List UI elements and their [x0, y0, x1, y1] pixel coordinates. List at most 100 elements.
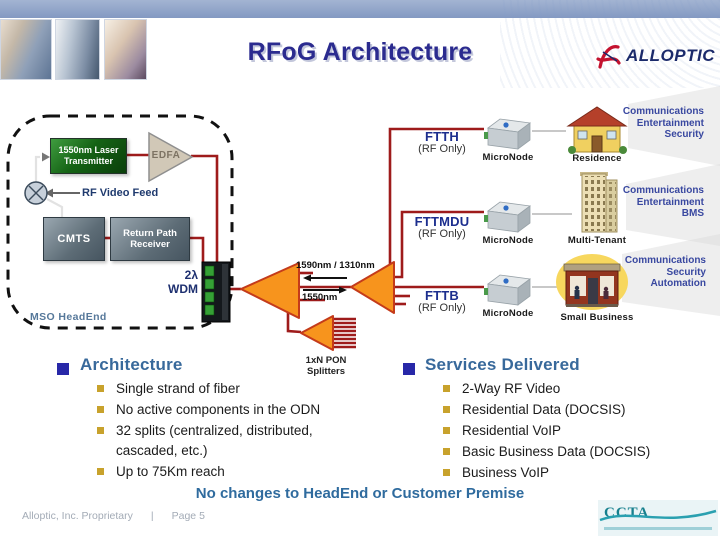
rf-video-feed-arrow-icon	[45, 188, 53, 198]
edfa-to-wdm-link	[191, 154, 219, 263]
small-business-icon	[556, 254, 628, 310]
alloptic-brand-text: ALLOPTIC	[626, 46, 715, 65]
list-item-text: Residential Data (DOCSIS)	[462, 402, 626, 417]
header-photo-3	[104, 19, 147, 80]
footer-separator: |	[150, 510, 154, 522]
bullet-icon	[97, 427, 104, 434]
return-path-line1: Return Path	[123, 228, 177, 239]
list-item: Up to 75Km reach	[97, 462, 347, 482]
list-item-text: Residential VoIP	[462, 423, 562, 438]
service-line: Entertainment	[636, 117, 704, 129]
top-bar	[0, 0, 720, 18]
edfa-label: EDFA	[151, 150, 181, 161]
list-item: 2-Way RF Video	[443, 379, 705, 399]
list-item: Single strand of fiber	[97, 379, 347, 399]
micronode-device-icon	[484, 274, 532, 306]
service-line: Communications	[622, 185, 704, 196]
rf-combiner-icon	[24, 181, 48, 205]
return-path-line2: Receiver	[130, 239, 170, 250]
laser-transmitter-box: 1550nm Laser Transmitter	[50, 138, 127, 174]
ccta-logo-text: CCTA	[604, 505, 649, 521]
bullet-icon	[443, 427, 450, 434]
list-item: Residential VoIP	[443, 421, 705, 441]
link-to-fttmdu	[394, 210, 484, 279]
services-bullet-icon	[403, 363, 415, 375]
fiber-mode: (RF Only)	[418, 228, 466, 240]
pon-label-line1: 1xN PON	[305, 355, 347, 366]
service-line: BMS	[681, 208, 704, 219]
multi-tenant-label: Multi-Tenant	[567, 235, 627, 246]
bullet-icon	[443, 385, 450, 392]
service-line: Security	[666, 266, 706, 278]
list-item-text: Business VoIP	[462, 465, 550, 480]
rfog-diagram	[6, 86, 720, 351]
bullet-icon	[97, 468, 104, 475]
list-item-text: Basic Business Data (DOCSIS)	[462, 444, 651, 459]
return-path-receiver-box: Return Path Receiver	[110, 217, 190, 261]
node-premise-connectors	[532, 130, 572, 288]
fiber-mode: (RF Only)	[418, 143, 466, 155]
alloptic-logo: ALLOPTIC	[596, 40, 718, 72]
list-item-text: 2-Way RF Video	[462, 381, 561, 396]
wdm-label-line1: 2λ	[184, 268, 198, 282]
mso-headend-label: MSO HeadEnd	[30, 311, 107, 323]
rf-video-feed-label: RF Video Feed	[82, 187, 159, 199]
list-item: Residential Data (DOCSIS)	[443, 400, 705, 420]
micronode-device-icon	[484, 118, 532, 150]
fiber-type: FTTMDU	[414, 214, 470, 229]
residence-icon	[566, 106, 628, 154]
alloptic-logo-icon	[596, 45, 621, 69]
list-item-text: No active components in the ODN	[116, 402, 321, 417]
header-photo-1	[0, 19, 52, 80]
background-swooshes	[622, 86, 720, 316]
list-item-text: 32 splits (centralized, distributed, cas…	[116, 423, 313, 458]
service-line: Communications	[622, 106, 704, 117]
downstream-arrow-icon	[339, 286, 347, 294]
page-title: RFoG Architecture	[247, 38, 473, 66]
splitter-icon	[240, 262, 300, 319]
fiber-type: FTTH	[424, 129, 459, 144]
pon-splitter-icon	[300, 315, 334, 351]
services-delivered-list: 2-Way RF Video Residential Data (DOCSIS)…	[443, 379, 705, 484]
ftth-label: FTTH (RF Only)	[400, 130, 484, 156]
upstream-wavelength-label: 1590nm / 1310nm	[296, 260, 375, 271]
cmts-box: CMTS	[43, 217, 105, 261]
service-line: Automation	[650, 278, 706, 289]
list-item-text: Up to 75Km reach	[116, 464, 225, 479]
fttb-label: FTTB (RF Only)	[400, 289, 484, 315]
wdm-label-line2: WDM	[168, 282, 198, 296]
link-to-ftth	[388, 127, 484, 264]
headend-internal-links	[34, 152, 80, 217]
micronode-label: MicroNode	[482, 235, 534, 246]
ccta-logo: CCTA	[598, 500, 718, 536]
header-photo-2	[55, 19, 100, 80]
wdm-module-icon	[201, 261, 231, 323]
bullet-icon	[97, 385, 104, 392]
fiber-type: FTTB	[424, 288, 459, 303]
list-item: No active components in the ODN	[97, 400, 347, 420]
footer: Alloptic, Inc. Proprietary | Page 5	[22, 510, 205, 522]
fttmdu-services: Communications Entertainment BMS	[584, 185, 704, 220]
micronode-label: MicroNode	[482, 152, 534, 163]
splitter-icon	[350, 261, 395, 314]
ccta-wave-icon	[599, 509, 717, 522]
small-business-label: Small Business	[560, 312, 634, 323]
header-pattern	[500, 0, 720, 88]
ccta-tiny-text-line	[604, 527, 712, 530]
list-item-text: Single strand of fiber	[116, 381, 240, 396]
micronode-device-icon	[484, 201, 532, 233]
laser-input-arrow-icon	[42, 152, 50, 162]
mso-headend-boundary	[6, 114, 234, 330]
fiber-mode: (RF Only)	[418, 302, 466, 314]
cmts-label: CMTS	[57, 233, 91, 245]
bullet-icon	[443, 469, 450, 476]
architecture-heading: Architecture	[80, 355, 183, 374]
ftth-services: Communications Entertainment Security	[584, 106, 704, 141]
downstream-wavelength-label: 1550nm	[302, 292, 338, 303]
returnpath-to-wdm-link	[188, 236, 205, 263]
architecture-bullet-icon	[57, 363, 69, 375]
laser-label-line1: 1550nm Laser	[58, 145, 119, 155]
proprietary-notice: Alloptic, Inc. Proprietary	[22, 510, 133, 522]
bullet-icon	[97, 406, 104, 413]
pon-splitters-label: 1xN PON Splitters	[294, 355, 358, 377]
